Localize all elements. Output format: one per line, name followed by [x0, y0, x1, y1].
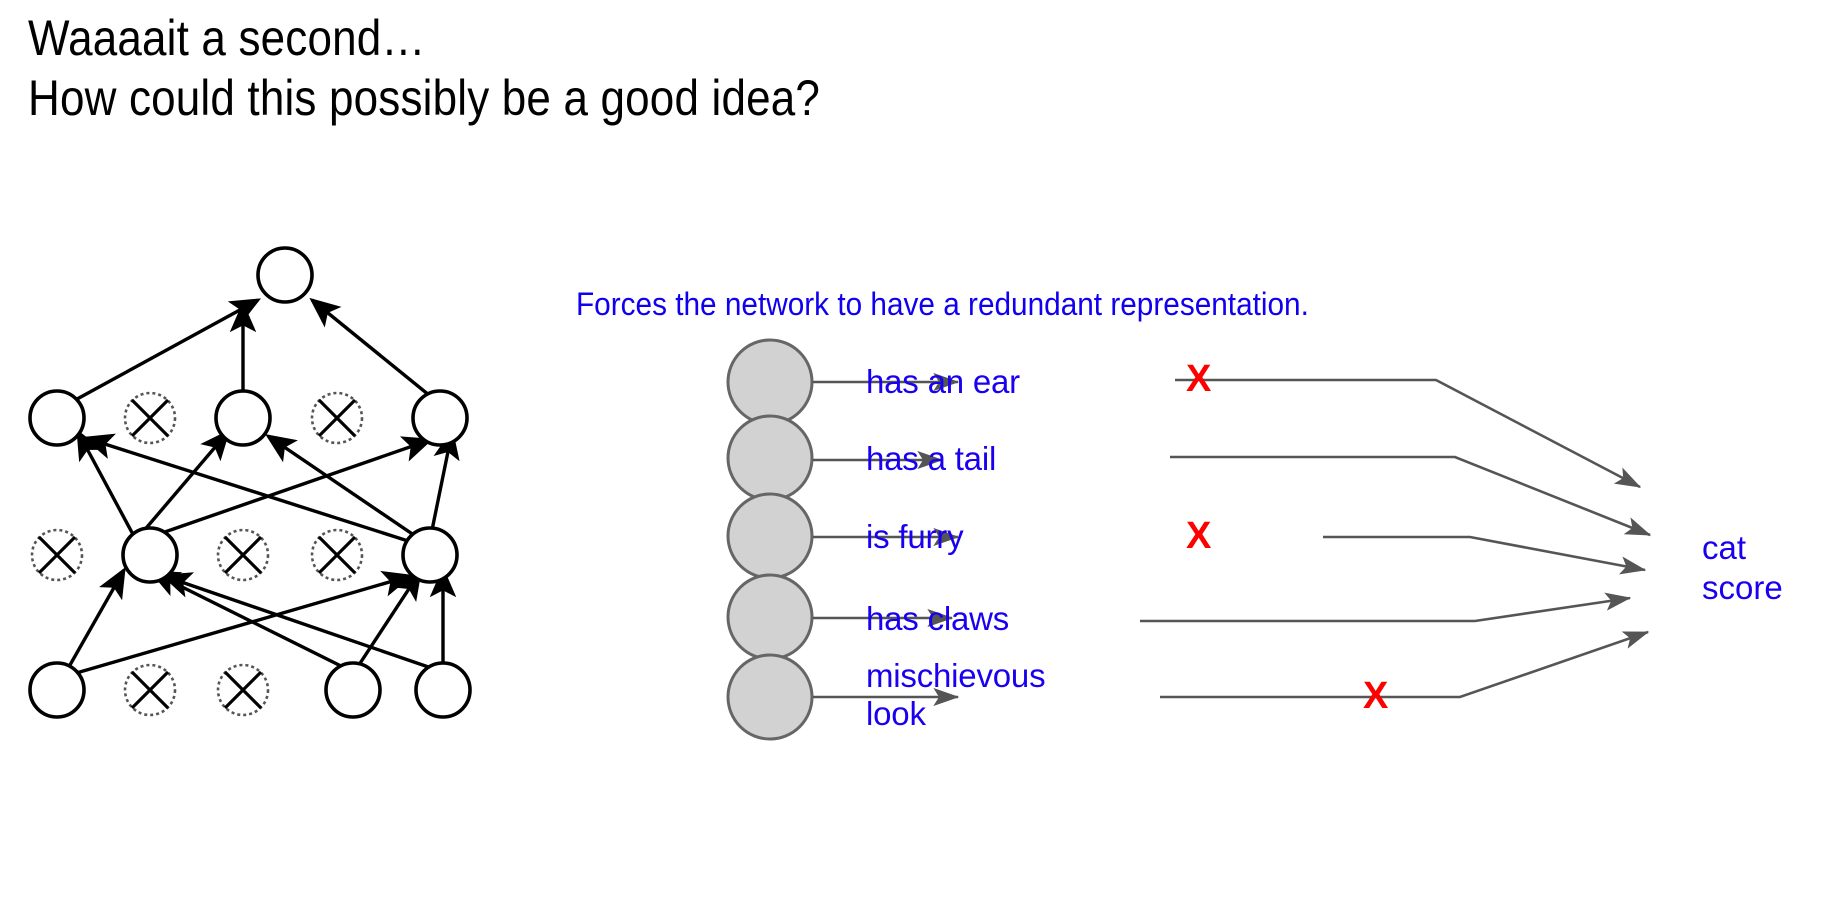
feature-arrows [813, 372, 960, 707]
score-connector [1323, 535, 1647, 575]
title-line-1: Waaaait a second… [28, 10, 426, 66]
node-active [28, 661, 86, 719]
node-active [121, 526, 179, 584]
caption-text: Forces the network to have a redundant r… [576, 286, 1309, 322]
node-dropped [310, 528, 364, 582]
page-title: Waaaait a second… How could this possibl… [28, 8, 1328, 128]
node-dropped [123, 391, 177, 445]
score-connector [1140, 592, 1632, 623]
cross-out-x-icon: X [1186, 515, 1212, 557]
score-connector [1160, 630, 1650, 699]
network-nodes [28, 246, 472, 719]
node-active [324, 661, 382, 719]
score-connector [1175, 378, 1642, 489]
feature-label: has a tail [866, 440, 997, 477]
score-connector [1170, 455, 1652, 537]
feature-neuron [726, 653, 814, 741]
feature-neuron [726, 414, 814, 502]
feature-neuron [726, 492, 814, 580]
node-dropped [310, 391, 364, 445]
node-active [414, 661, 472, 719]
title-line-2: How could this possibly be a good idea? [28, 70, 821, 126]
score-connectors [1140, 378, 1652, 699]
node-dropped [123, 663, 177, 717]
node-active [256, 246, 314, 304]
output-score-label: cat score [1702, 529, 1783, 606]
feature-label: has an ear [866, 363, 1020, 400]
feature-label: has claws [866, 600, 1010, 637]
node-active [214, 389, 272, 447]
cross-out-x-icon: X [1363, 675, 1389, 717]
feature-diagram [726, 338, 1652, 741]
node-dropped [216, 528, 270, 582]
node-dropped [30, 528, 84, 582]
node-active [411, 389, 469, 447]
network-edges [64, 297, 460, 678]
feature-label: mischievous look [866, 657, 1046, 732]
cross-out-x-icon: X [1186, 358, 1212, 400]
feature-neuron [726, 338, 814, 426]
feature-neuron [726, 573, 814, 661]
node-dropped [216, 663, 270, 717]
node-active [401, 526, 459, 584]
feature-neurons [726, 338, 814, 741]
feature-label: is furry [866, 518, 964, 555]
node-active [28, 389, 86, 447]
